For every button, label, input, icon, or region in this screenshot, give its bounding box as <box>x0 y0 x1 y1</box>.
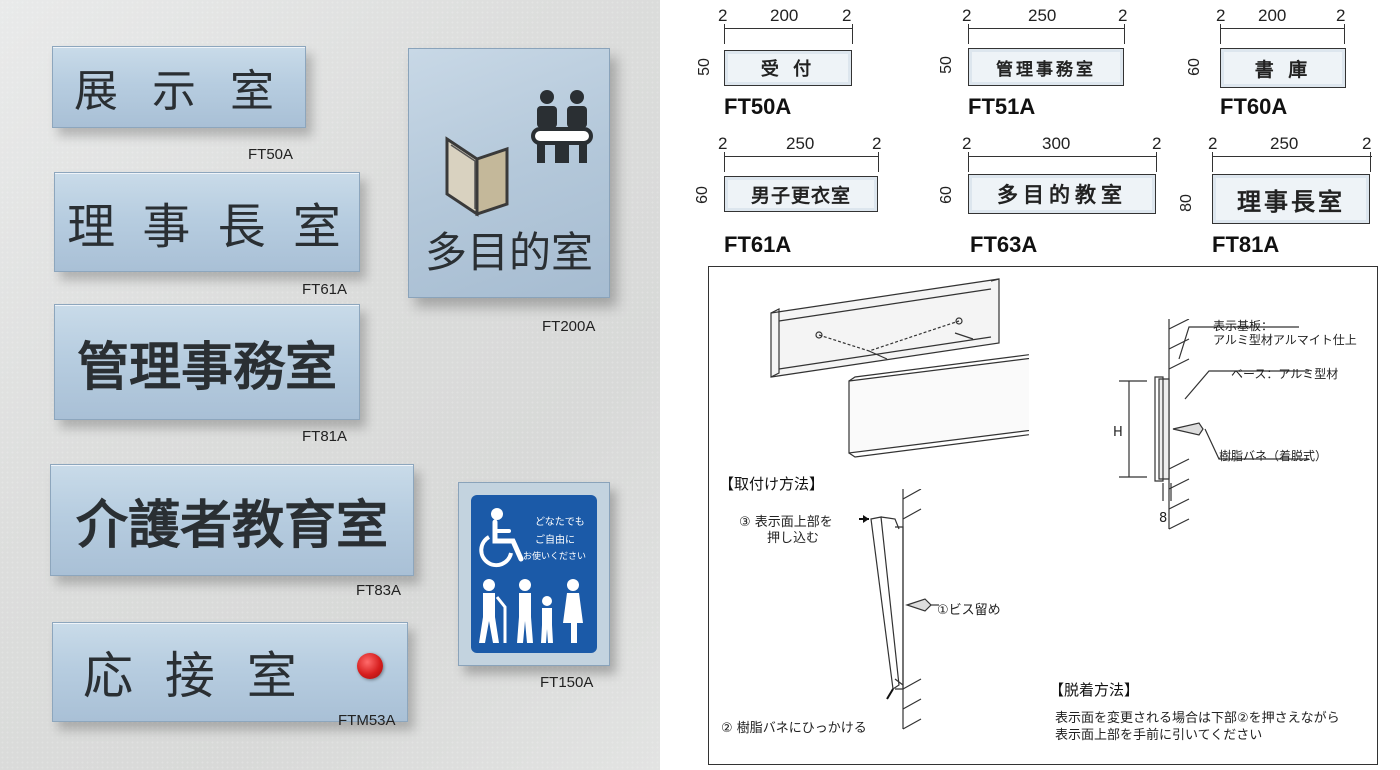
spec-ft50a-model: FT50A <box>724 94 792 119</box>
sign-ft200a-model: FT200A <box>542 318 596 335</box>
sign-ft50a-text: 展 示 室 <box>74 66 284 117</box>
red-dot-icon <box>357 653 383 679</box>
sign-ft83a-model: FT83A <box>356 582 402 599</box>
mount-procedure-drawing <box>859 489 939 730</box>
spec-ft60a-height: 60 <box>1185 58 1203 76</box>
spec-ft81a: 2 250 2 80 理事長室 FT81A <box>1178 134 1380 258</box>
spec-ft81a-height: 80 <box>1177 194 1195 212</box>
spec-ft60a-left-margin: 2 <box>1216 6 1226 25</box>
spec-ft50a-width: 200 <box>770 6 799 25</box>
meeting-people-icon <box>531 90 593 163</box>
sign-ft50a-model: FT50A <box>248 146 294 163</box>
spec-ft60a-plate: 書 庫 <box>1220 48 1346 88</box>
spec-ft50a-plate: 受 付 <box>724 50 852 86</box>
sign-ftm53a-text: 応 接 室 <box>83 647 305 705</box>
step1-screw: ①ビス留め <box>937 603 1001 618</box>
sign-ft61a-model: FT61A <box>302 281 348 298</box>
sign-ft200a: 多目的室 <box>408 48 610 298</box>
remove-instruction-2: 表示面上部を手前に引いてください <box>1055 728 1263 743</box>
spec-ft81a-width: 250 <box>1270 134 1299 153</box>
step3-line-2: 押し込む <box>767 531 820 546</box>
rail-exploded-drawing <box>770 278 1029 458</box>
sign-ft50a: 展 示 室 <box>52 46 306 128</box>
spec-ft60a-plate-text: 書 庫 <box>1254 58 1312 81</box>
spec-ft63a: 2 300 2 60 多目的教室 FT63A <box>938 134 1174 258</box>
sign-ft83a-text: 介護者教育室 <box>75 495 388 556</box>
spec-ft50a-left-margin: 2 <box>718 6 728 25</box>
spec-ft81a-left-margin: 2 <box>1208 134 1218 153</box>
spec-ft61a-height: 60 <box>693 186 711 204</box>
label-base: ベース：アルミ型材 <box>1231 367 1339 381</box>
spec-ft63a-model: FT63A <box>970 232 1038 257</box>
spec-ft61a-right-margin: 2 <box>872 134 882 153</box>
people-pictogram-icon <box>479 579 583 643</box>
spec-ft63a-height: 60 <box>937 186 955 204</box>
rail-cross-section-drawing <box>1119 319 1309 530</box>
sign-ft150a: どなたでも ご自由に お使いください <box>458 482 610 666</box>
spec-ft81a-model: FT81A <box>1212 232 1280 257</box>
spec-ft51a-width: 250 <box>1028 6 1057 25</box>
spec-ft63a-right-margin: 2 <box>1152 134 1162 153</box>
spec-ft51a-plate: 管理事務室 <box>968 48 1124 86</box>
mount-method-title: 【取付け方法】 <box>719 475 825 493</box>
spec-ft50a-right-margin: 2 <box>842 6 852 25</box>
spec-ft63a-plate: 多目的教室 <box>968 174 1156 214</box>
spec-ft61a-left-margin: 2 <box>718 134 728 153</box>
spec-ft81a-plate: 理事長室 <box>1212 174 1370 224</box>
label-face-board-2: アルミ型材アルマイト仕上 <box>1213 333 1357 347</box>
book-icon <box>445 136 509 217</box>
spec-ft51a-left-margin: 2 <box>962 6 972 25</box>
sign-ft81a: 管理事務室 <box>54 304 360 420</box>
spec-ft61a-width: 250 <box>786 134 815 153</box>
spec-ft50a-plate-text: 受 付 <box>760 59 816 80</box>
spec-ft63a-left-margin: 2 <box>962 134 972 153</box>
sign-ft200a-text: 多目的室 <box>424 228 593 277</box>
spec-ft81a-plate-text: 理事長室 <box>1237 187 1345 216</box>
label-face-board-1: 表示基板： <box>1213 319 1274 333</box>
spec-ft61a-plate: 男子更衣室 <box>724 176 878 212</box>
spec-ft60a-right-margin: 2 <box>1336 6 1346 25</box>
spec-ft63a-width: 300 <box>1042 134 1071 153</box>
remove-instruction-1: 表示面を変更される場合は下部②を押さえながら <box>1055 711 1340 726</box>
spec-ft81a-right-margin: 2 <box>1362 134 1372 153</box>
spec-ft51a-plate-text: 管理事務室 <box>996 59 1096 80</box>
wheelchair-icon <box>479 508 524 568</box>
sign-ft150a-panel: どなたでも ご自由に お使いください <box>471 495 597 653</box>
label-height-h: H <box>1113 425 1123 440</box>
sign-ft61a-text: 理 事 長 室 <box>67 199 347 255</box>
spec-ft51a: 2 250 2 50 管理事務室 FT51A <box>938 6 1144 119</box>
spec-ft60a-model: FT60A <box>1220 94 1288 119</box>
spec-ft63a-plate-text: 多目的教室 <box>997 183 1127 207</box>
sign-ft150a-model: FT150A <box>540 674 594 691</box>
remove-method-title: 【脱着方法】 <box>1049 681 1140 699</box>
sign-ft150a-line-3: お使いください <box>523 552 587 562</box>
spec-ft50a: 2 200 2 50 受 付 FT50A <box>696 6 870 119</box>
sign-ft150a-line-1: どなたでも <box>535 517 585 528</box>
sign-ft81a-text: 管理事務室 <box>76 337 337 398</box>
sign-ft81a-model: FT81A <box>302 428 348 445</box>
sign-ft83a: 介護者教育室 <box>50 464 414 576</box>
spec-ft61a: 2 250 2 60 男子更衣室 FT61A <box>694 134 890 258</box>
spec-ft61a-model: FT61A <box>724 232 792 257</box>
installation-diagram: 表示基板： アルミ型材アルマイト仕上 ベース：アルミ型材 樹脂バネ（着脱式） H… <box>708 266 1378 765</box>
spec-ft51a-height: 50 <box>937 56 955 74</box>
label-dim-8: 8 <box>1159 511 1168 526</box>
sign-ft150a-line-2: ご自由に <box>535 535 575 546</box>
spec-ft61a-plate-text: 男子更衣室 <box>750 184 851 207</box>
label-resin-spring: 樹脂バネ（着脱式） <box>1219 449 1328 463</box>
spec-ft51a-model: FT51A <box>968 94 1036 119</box>
step2-hook: ② 樹脂バネにひっかける <box>721 721 867 736</box>
sign-ft61a: 理 事 長 室 <box>54 172 360 272</box>
sign-ftm53a-model: FTM53A <box>338 712 396 729</box>
spec-ft51a-right-margin: 2 <box>1118 6 1128 25</box>
spec-ft50a-height: 50 <box>695 58 713 76</box>
sign-ftm53a: 応 接 室 <box>52 622 408 722</box>
spec-ft60a-width: 200 <box>1258 6 1287 25</box>
spec-ft60a: 2 200 2 60 書 庫 FT60A <box>1186 6 1362 119</box>
step3-line-1: ③ 表示面上部を <box>739 515 833 530</box>
